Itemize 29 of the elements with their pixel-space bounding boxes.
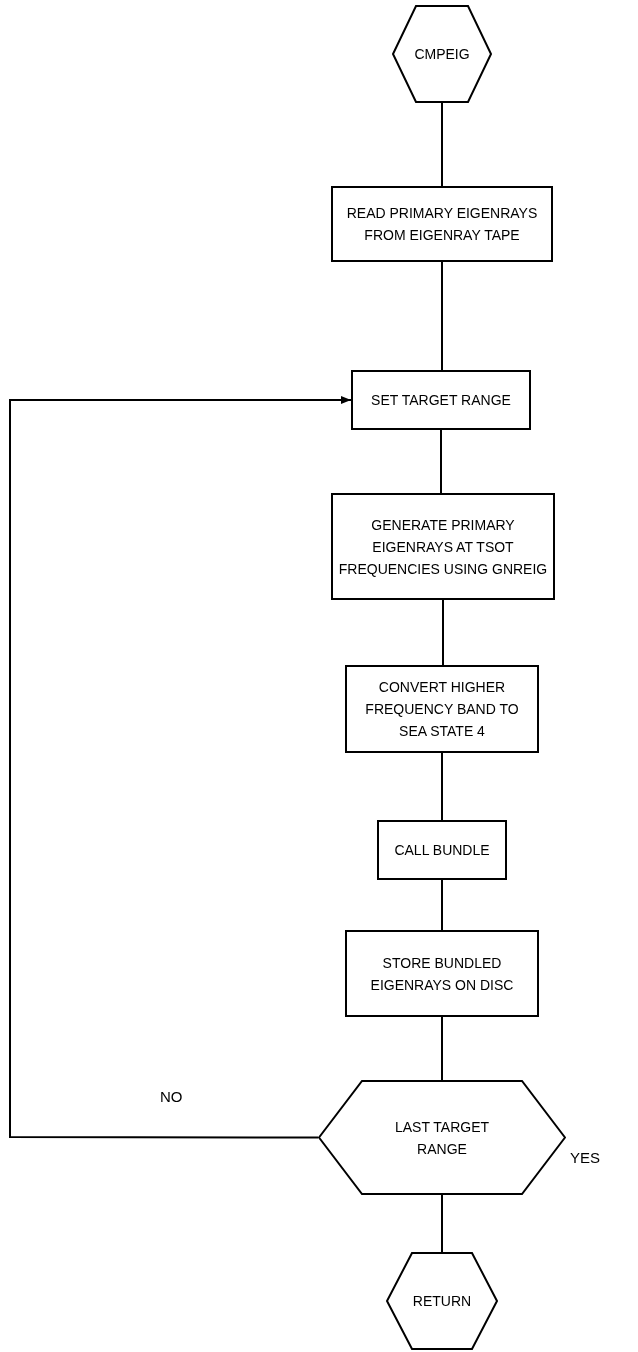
connector-line — [441, 1016, 443, 1081]
process-box — [377, 820, 507, 880]
branch-label: YES — [570, 1150, 600, 1165]
terminal-hexagon — [386, 1252, 498, 1350]
process-box — [351, 370, 531, 430]
terminal-hexagon — [318, 1080, 566, 1195]
connector-line — [441, 879, 443, 931]
connector-line — [441, 261, 443, 371]
connector-line — [440, 429, 442, 494]
node-label: GENERATE PRIMARY EIGENRAYS AT TSOT FREQUENCIES USING GNREIG — [337, 515, 549, 579]
connector-line — [441, 102, 443, 187]
node-label: RETURN — [411, 1292, 473, 1311]
node-label: READ PRIMARY EIGENRAYS FROM EIGENRAY TAPE — [345, 204, 539, 245]
node-label: CONVERT HIGHER FREQUENCY BAND TO SEA STATE 4 — [364, 678, 520, 741]
arrow — [9, 396, 352, 1139]
process-box — [345, 930, 539, 1017]
process-box — [331, 493, 555, 600]
connector-line — [441, 752, 443, 821]
terminal-hexagon — [392, 5, 492, 103]
node-label: STORE BUNDLED EIGENRAYS ON DISC — [369, 953, 515, 995]
process-box — [345, 665, 539, 753]
process-box — [331, 186, 553, 262]
node-label: CMPEIG — [413, 45, 471, 64]
node-label: LAST TARGET RANGE — [393, 1117, 491, 1159]
connector-line — [441, 1194, 443, 1253]
connector-line — [442, 599, 444, 666]
node-label: CALL BUNDLE — [393, 841, 491, 860]
edge-label: NO — [160, 1089, 183, 1104]
node-label: SET TARGET RANGE — [370, 391, 512, 410]
